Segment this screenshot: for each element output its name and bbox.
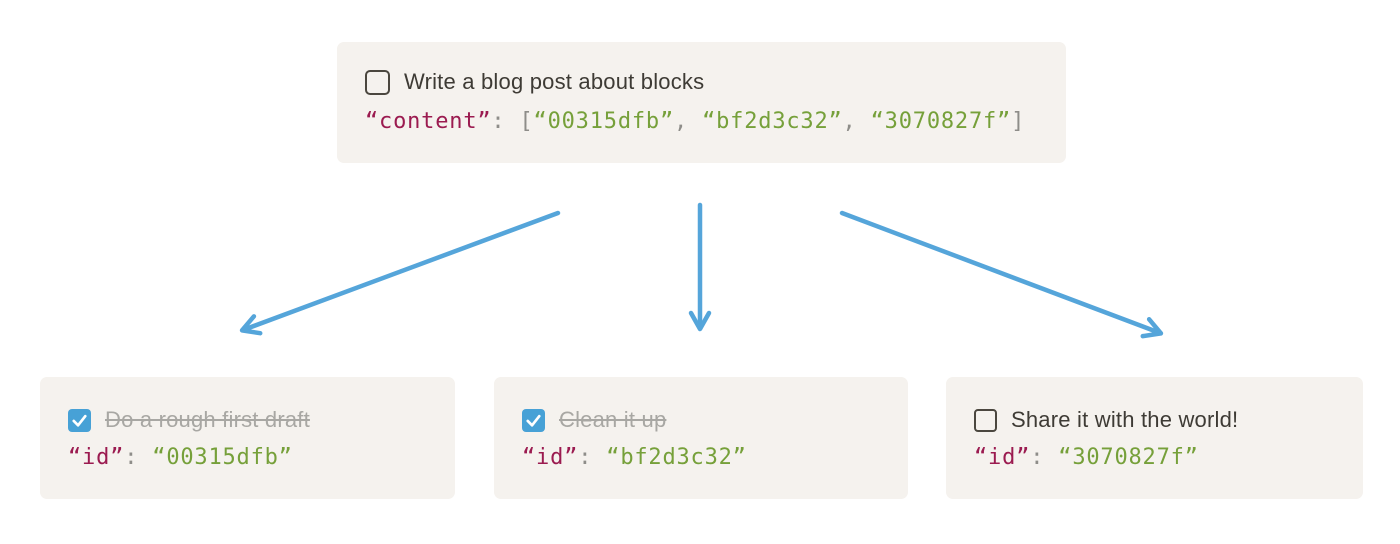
parent-block-card: Write a blog post about blocks “content”… bbox=[337, 42, 1066, 163]
todo-checkbox-unchecked[interactable] bbox=[365, 69, 390, 95]
id-code-line: “id”: “bf2d3c32” bbox=[522, 444, 880, 472]
child-todo-row: Do a rough first draft bbox=[68, 406, 427, 434]
checkmark-icon bbox=[526, 414, 541, 427]
todo-title: Share it with the world! bbox=[1011, 407, 1239, 432]
child-block-card-2: Clean it up “id”: “bf2d3c32” bbox=[494, 377, 908, 499]
todo-checkbox-checked[interactable] bbox=[68, 408, 91, 432]
todo-title: Do a rough first draft bbox=[105, 407, 310, 432]
todo-checkbox-checked[interactable] bbox=[522, 408, 545, 432]
child-block-card-3: Share it with the world! “id”: “3070827f… bbox=[946, 377, 1363, 499]
code-value: “bf2d3c32” bbox=[606, 445, 747, 470]
code-colon: : bbox=[491, 109, 520, 134]
code-separator: , bbox=[674, 109, 703, 134]
code-value: “00315dfb” bbox=[152, 445, 293, 470]
code-value: “3070827f” bbox=[870, 109, 1012, 134]
todo-title: Write a blog post about blocks bbox=[404, 69, 705, 94]
code-colon: : bbox=[124, 445, 153, 470]
code-key: “id” bbox=[522, 445, 579, 470]
content-code-line: “content”: [“00315dfb”, “bf2d3c32”, “307… bbox=[365, 108, 1038, 136]
code-separator: , bbox=[842, 109, 871, 134]
parent-todo-row: Write a blog post about blocks bbox=[365, 68, 1038, 96]
code-key: “id” bbox=[974, 445, 1031, 470]
todo-title: Clean it up bbox=[559, 407, 667, 432]
arrow-parent-to-child-1 bbox=[239, 210, 561, 336]
code-key: “content” bbox=[365, 109, 492, 134]
child-block-card-1: Do a rough first draft “id”: “00315dfb” bbox=[40, 377, 455, 499]
code-value: “bf2d3c32” bbox=[702, 109, 843, 134]
code-key: “id” bbox=[68, 445, 125, 470]
code-colon: : bbox=[1030, 445, 1059, 470]
id-code-line: “id”: “3070827f” bbox=[974, 444, 1335, 472]
code-bracket-open: [ bbox=[519, 109, 534, 134]
child-todo-row: Share it with the world! bbox=[974, 406, 1335, 434]
code-value: “3070827f” bbox=[1058, 445, 1199, 470]
code-bracket-close: ] bbox=[1011, 109, 1026, 134]
checkmark-icon bbox=[72, 414, 87, 427]
code-colon: : bbox=[578, 445, 607, 470]
code-value: “00315dfb” bbox=[533, 109, 674, 134]
id-code-line: “id”: “00315dfb” bbox=[68, 444, 427, 472]
arrow-parent-to-child-3 bbox=[839, 210, 1164, 339]
todo-checkbox-unchecked[interactable] bbox=[974, 408, 997, 432]
child-todo-row: Clean it up bbox=[522, 406, 880, 434]
